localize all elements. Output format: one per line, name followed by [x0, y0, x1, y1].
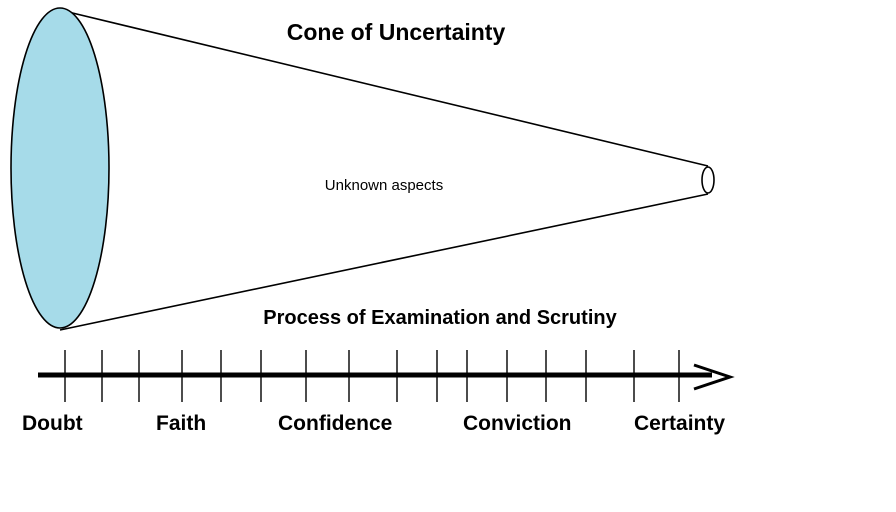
arrow-head-icon [693, 363, 735, 391]
cone-top-edge [59, 9, 709, 167]
process-label: Process of Examination and Scrutiny [263, 307, 617, 329]
stage-label-faith: Faith [156, 412, 206, 435]
progress-axis [38, 350, 735, 402]
diagram-title: Cone of Uncertainty [287, 19, 506, 45]
cone-bottom-edge [59, 193, 709, 331]
stage-labels: Doubt Faith Confidence Conviction Certai… [22, 412, 725, 435]
cone-base-ellipse [10, 7, 110, 329]
stage-label-certainty: Certainty [634, 412, 725, 435]
cone-body [60, 10, 708, 330]
cone [10, 7, 715, 331]
cone-tip-ellipse [701, 166, 715, 194]
unknown-aspects-label: Unknown aspects [325, 177, 443, 194]
stage-label-confidence: Confidence [278, 412, 392, 435]
stage-label-doubt: Doubt [22, 412, 83, 435]
stage-label-conviction: Conviction [463, 412, 572, 435]
axis-ticks [64, 350, 680, 402]
